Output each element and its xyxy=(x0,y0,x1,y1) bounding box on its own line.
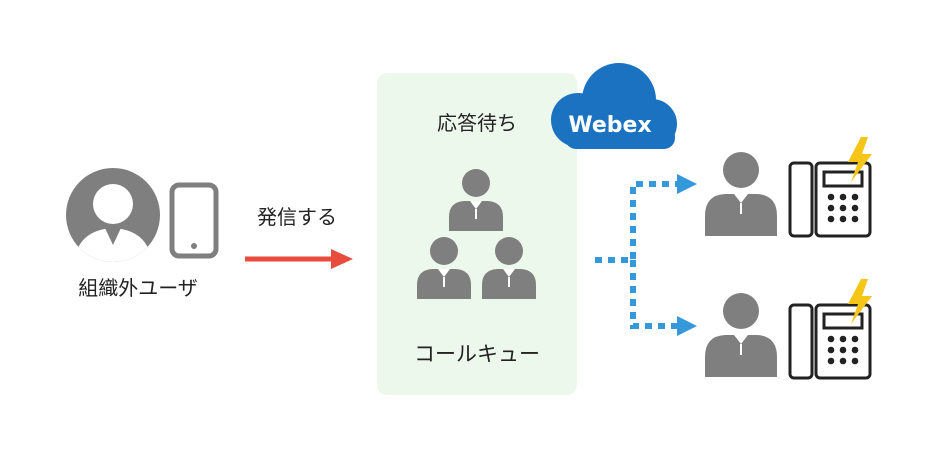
desk-phone-icon xyxy=(788,303,872,380)
cloud-icon xyxy=(551,63,677,149)
queued-person-icon xyxy=(482,237,536,299)
external-user-icon xyxy=(66,168,160,262)
call-arrow-icon xyxy=(245,249,353,269)
lightning-icon xyxy=(848,279,872,324)
queued-person-icon xyxy=(417,237,471,299)
queued-person-icon xyxy=(449,169,503,231)
call-queue-panel xyxy=(377,73,577,395)
cloud-label: Webex xyxy=(568,113,652,138)
lightning-icon xyxy=(848,137,872,182)
desk-phone-icon xyxy=(788,161,872,238)
agent-person-icon xyxy=(705,293,777,377)
agent-person-icon xyxy=(705,152,777,236)
smartphone-icon xyxy=(169,182,219,259)
external-user-label: 組織外ユーザ xyxy=(78,276,198,300)
routing-connector xyxy=(595,174,697,336)
call-queue-label: コールキュー xyxy=(414,342,540,366)
queue-status-label: 応答待ち xyxy=(437,111,517,135)
call-action-label: 発信する xyxy=(257,205,337,229)
